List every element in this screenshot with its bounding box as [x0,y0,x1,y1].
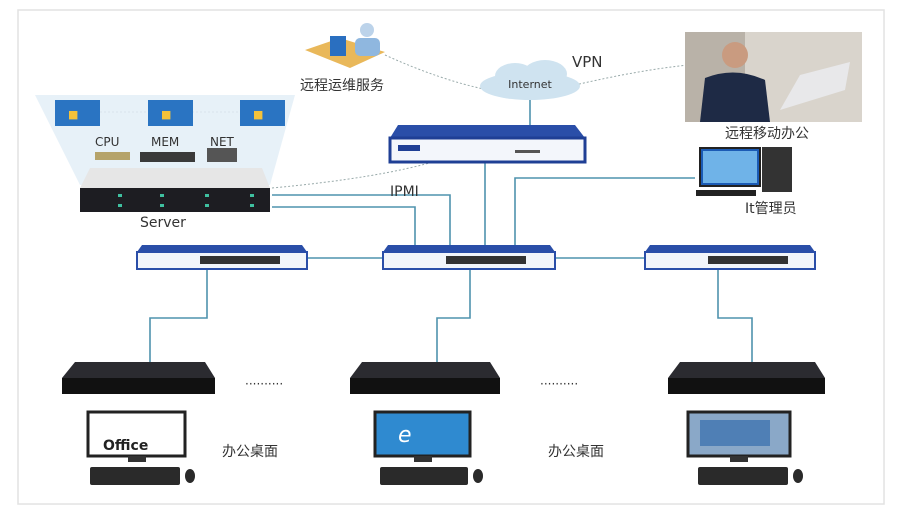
cpu-icon [95,152,130,160]
windows-icon [148,100,193,126]
keyboards [90,467,803,485]
keyboard-icon [698,467,788,485]
memory-icon [140,152,195,162]
switch-left [136,245,308,270]
switch-right [644,245,816,270]
windows-icon [55,100,100,126]
thin-client-right [668,362,825,394]
cpu-label: CPU [95,135,119,149]
svg-text:■: ■ [161,108,171,121]
keyboard-icon [90,467,180,485]
desktop-label-left: 办公桌面 [222,444,278,460]
vpn-label: VPN [572,53,603,71]
monitor-ie: e [373,410,472,462]
desktop-label-right: 办公桌面 [548,444,604,460]
internet-cloud-icon [480,60,580,100]
internet-label: Internet [508,78,552,91]
network-card-icon [207,148,237,162]
remote-service-icon [305,23,385,68]
remote-worker-photo [685,32,862,122]
windows-vm-icons: ■ ■ ■ [55,100,285,126]
svg-text:■: ■ [253,108,263,121]
server-device [80,168,270,212]
switch-center [382,245,556,270]
ipmi-label: IPMI [390,184,419,200]
router-device [388,125,587,164]
windows-icon [240,100,285,126]
mem-label: MEM [151,135,179,149]
more-devices-dots: ·········· [245,377,283,391]
office-logo-text: Office [103,438,148,454]
it-admin-label: It管理员 [745,201,797,217]
mouse-icon [793,469,803,483]
mouse-icon [185,469,195,483]
remote-mobile-label: 远程移动办公 [725,126,809,142]
mouse-icon [473,469,483,483]
more-devices-dots: ·········· [540,377,578,391]
it-admin-computer-icon [696,147,792,196]
monitor-desktop [686,410,792,462]
thin-client-left [62,362,215,394]
net-label: NET [210,135,235,149]
remote-service-label: 远程运维服务 [300,78,384,94]
keyboard-icon [380,467,468,485]
svg-text:e: e [398,423,412,448]
thin-client-center [350,362,500,394]
svg-text:■: ■ [68,108,78,121]
monitor-office [86,410,187,462]
network-links [149,100,753,362]
server-label: Server [140,215,186,231]
frame [17,9,885,505]
